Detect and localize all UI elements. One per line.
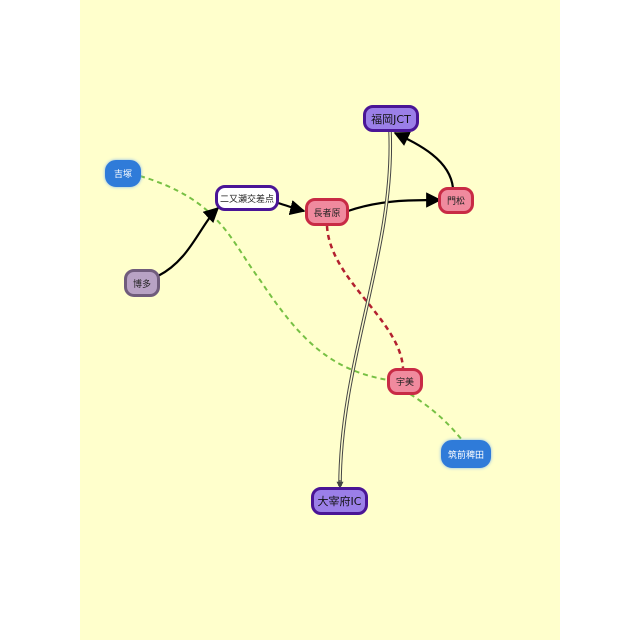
diagram-background	[80, 0, 560, 640]
edge-futamatase-chojabaru	[277, 200, 306, 216]
node-chojabaru[interactable]: 長者原	[305, 198, 349, 226]
node-kadomatsu[interactable]: 門松	[438, 187, 474, 214]
edge-chojabaru-umi	[325, 225, 405, 369]
node-futamatase[interactable]: 二又瀬交差点	[215, 185, 279, 211]
node-fukuoka-jct[interactable]: 福岡JCT	[363, 105, 419, 132]
edge-kadomatsu-fukuoka-jct	[393, 132, 455, 189]
edge-umi-chikuzen-haruta	[409, 393, 463, 441]
edge-fukuoka-jct-dazaifu-ic	[338, 130, 393, 487]
edge-hakata-futamatase	[157, 206, 220, 277]
edge-yoshizuka-umi	[139, 175, 389, 381]
node-yoshizuka[interactable]: 吉塚	[105, 160, 141, 187]
node-dazaifu-ic[interactable]: 大宰府IC	[311, 487, 368, 515]
node-umi[interactable]: 宇美	[387, 368, 423, 395]
node-hakata[interactable]: 博多	[124, 269, 160, 297]
node-chikuzen-haruta[interactable]: 筑前稗田	[441, 440, 491, 468]
edge-chojabaru-kadomatsu	[347, 192, 442, 213]
